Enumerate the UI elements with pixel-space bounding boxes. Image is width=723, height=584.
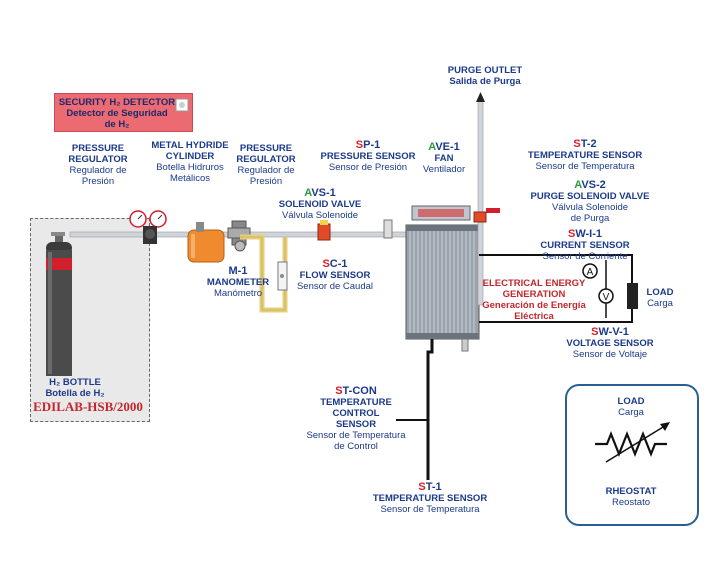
- purge-solenoid-label: AVS-2 PURGE SOLENOID VALVE Válvula Solen…: [530, 179, 650, 225]
- security-detector-box: SECURITY H₂ DETECTOR Detector de Segurid…: [54, 93, 193, 132]
- voltmeter-symbol: V: [603, 292, 610, 303]
- stack-ribs: [409, 231, 475, 333]
- h2-bottle-label: H₂ BOTTLE Botella de H₂: [45, 377, 105, 399]
- rheostat-symbol-icon: [595, 422, 670, 463]
- solenoid-valve-1-label: AVS-1 SOLENOID VALVE Válvula Solenoide: [278, 187, 362, 222]
- fan-label: AVE-1 FAN Ventilador: [422, 141, 466, 176]
- load-box-title: LOAD Carga: [617, 396, 645, 418]
- electrical-energy-label: ELECTRICAL ENERGY GENERATION Generación …: [482, 278, 586, 322]
- brand-label: EDILAB-HSB/2000: [33, 399, 143, 414]
- ammeter-icon: [582, 263, 598, 279]
- load-rheostat-box: [565, 384, 699, 526]
- purge-outlet-label: PURGE OUTLET Salida de Purga: [447, 65, 523, 87]
- load-label: LOAD Carga: [646, 287, 674, 309]
- detector-sensor-dot: [179, 102, 185, 108]
- temperature-sensor-1-label: ST-1 TEMPERATURE SENSOR Sensor de Temper…: [372, 481, 488, 516]
- solenoid-valve-1-icon: [317, 223, 331, 241]
- purge-solenoid-valve-icon: [473, 211, 487, 223]
- purge-arrow-icon: [476, 92, 485, 102]
- current-sensor-label: SW-I-1 CURRENT SENSOR Sensor de Corrient…: [540, 228, 630, 263]
- flow-sensor-label: SC-1 FLOW SENSOR Sensor de Caudal: [296, 258, 374, 293]
- metal-hydride-cylinder-icon: [187, 222, 225, 263]
- voltmeter-icon: [598, 288, 614, 304]
- hydride-cylinder-label: METAL HYDRIDE CYLINDER Botella Hidruros …: [151, 140, 229, 184]
- voltage-sensor-label: SW-V-1 VOLTAGE SENSOR Sensor de Voltaje: [566, 326, 654, 361]
- flow-sensor-bead: [280, 274, 284, 278]
- purge-pipe: [477, 99, 484, 306]
- h2-bottle-icon: [46, 232, 72, 376]
- rheostat-label: RHEOSTAT Reostato: [605, 486, 657, 508]
- pressure-regulator-2-icon: [227, 220, 251, 252]
- pressure-regulator-1-label: PRESSURE REGULATOR Regulador de Presión: [68, 143, 128, 187]
- temperature-sensor-lead: [426, 339, 434, 480]
- pressure-regulator-1-icon: [129, 210, 167, 244]
- temperature-sensor-2-label: ST-2 TEMPERATURE SENSOR Sensor de Temper…: [527, 138, 643, 173]
- ammeter-symbol: A: [587, 267, 594, 278]
- temperature-control-sensor-label: ST-CON TEMPERATURE CONTROL SENSOR Sensor…: [306, 385, 406, 453]
- temperature-sensor-2-icon: [486, 208, 500, 213]
- circuit-wire-top: [479, 254, 633, 288]
- pressure-sensor-icon: [383, 219, 393, 239]
- stack-bottom-port: [461, 338, 469, 352]
- load-resistor-icon: [627, 283, 638, 309]
- security-detector-label: SECURITY H₂ DETECTOR Detector de Segurid…: [58, 97, 176, 130]
- pressure-sensor-label: SP-1 PRESSURE SENSOR Sensor de Presión: [320, 139, 416, 174]
- fan-grille: [418, 209, 464, 217]
- solenoid-valve-1-top: [320, 220, 328, 225]
- pressure-regulator-2-label: PRESSURE REGULATOR Regulador de Presión: [236, 143, 296, 187]
- manometer-label: M-1 MANOMETER Manómetro: [206, 265, 270, 300]
